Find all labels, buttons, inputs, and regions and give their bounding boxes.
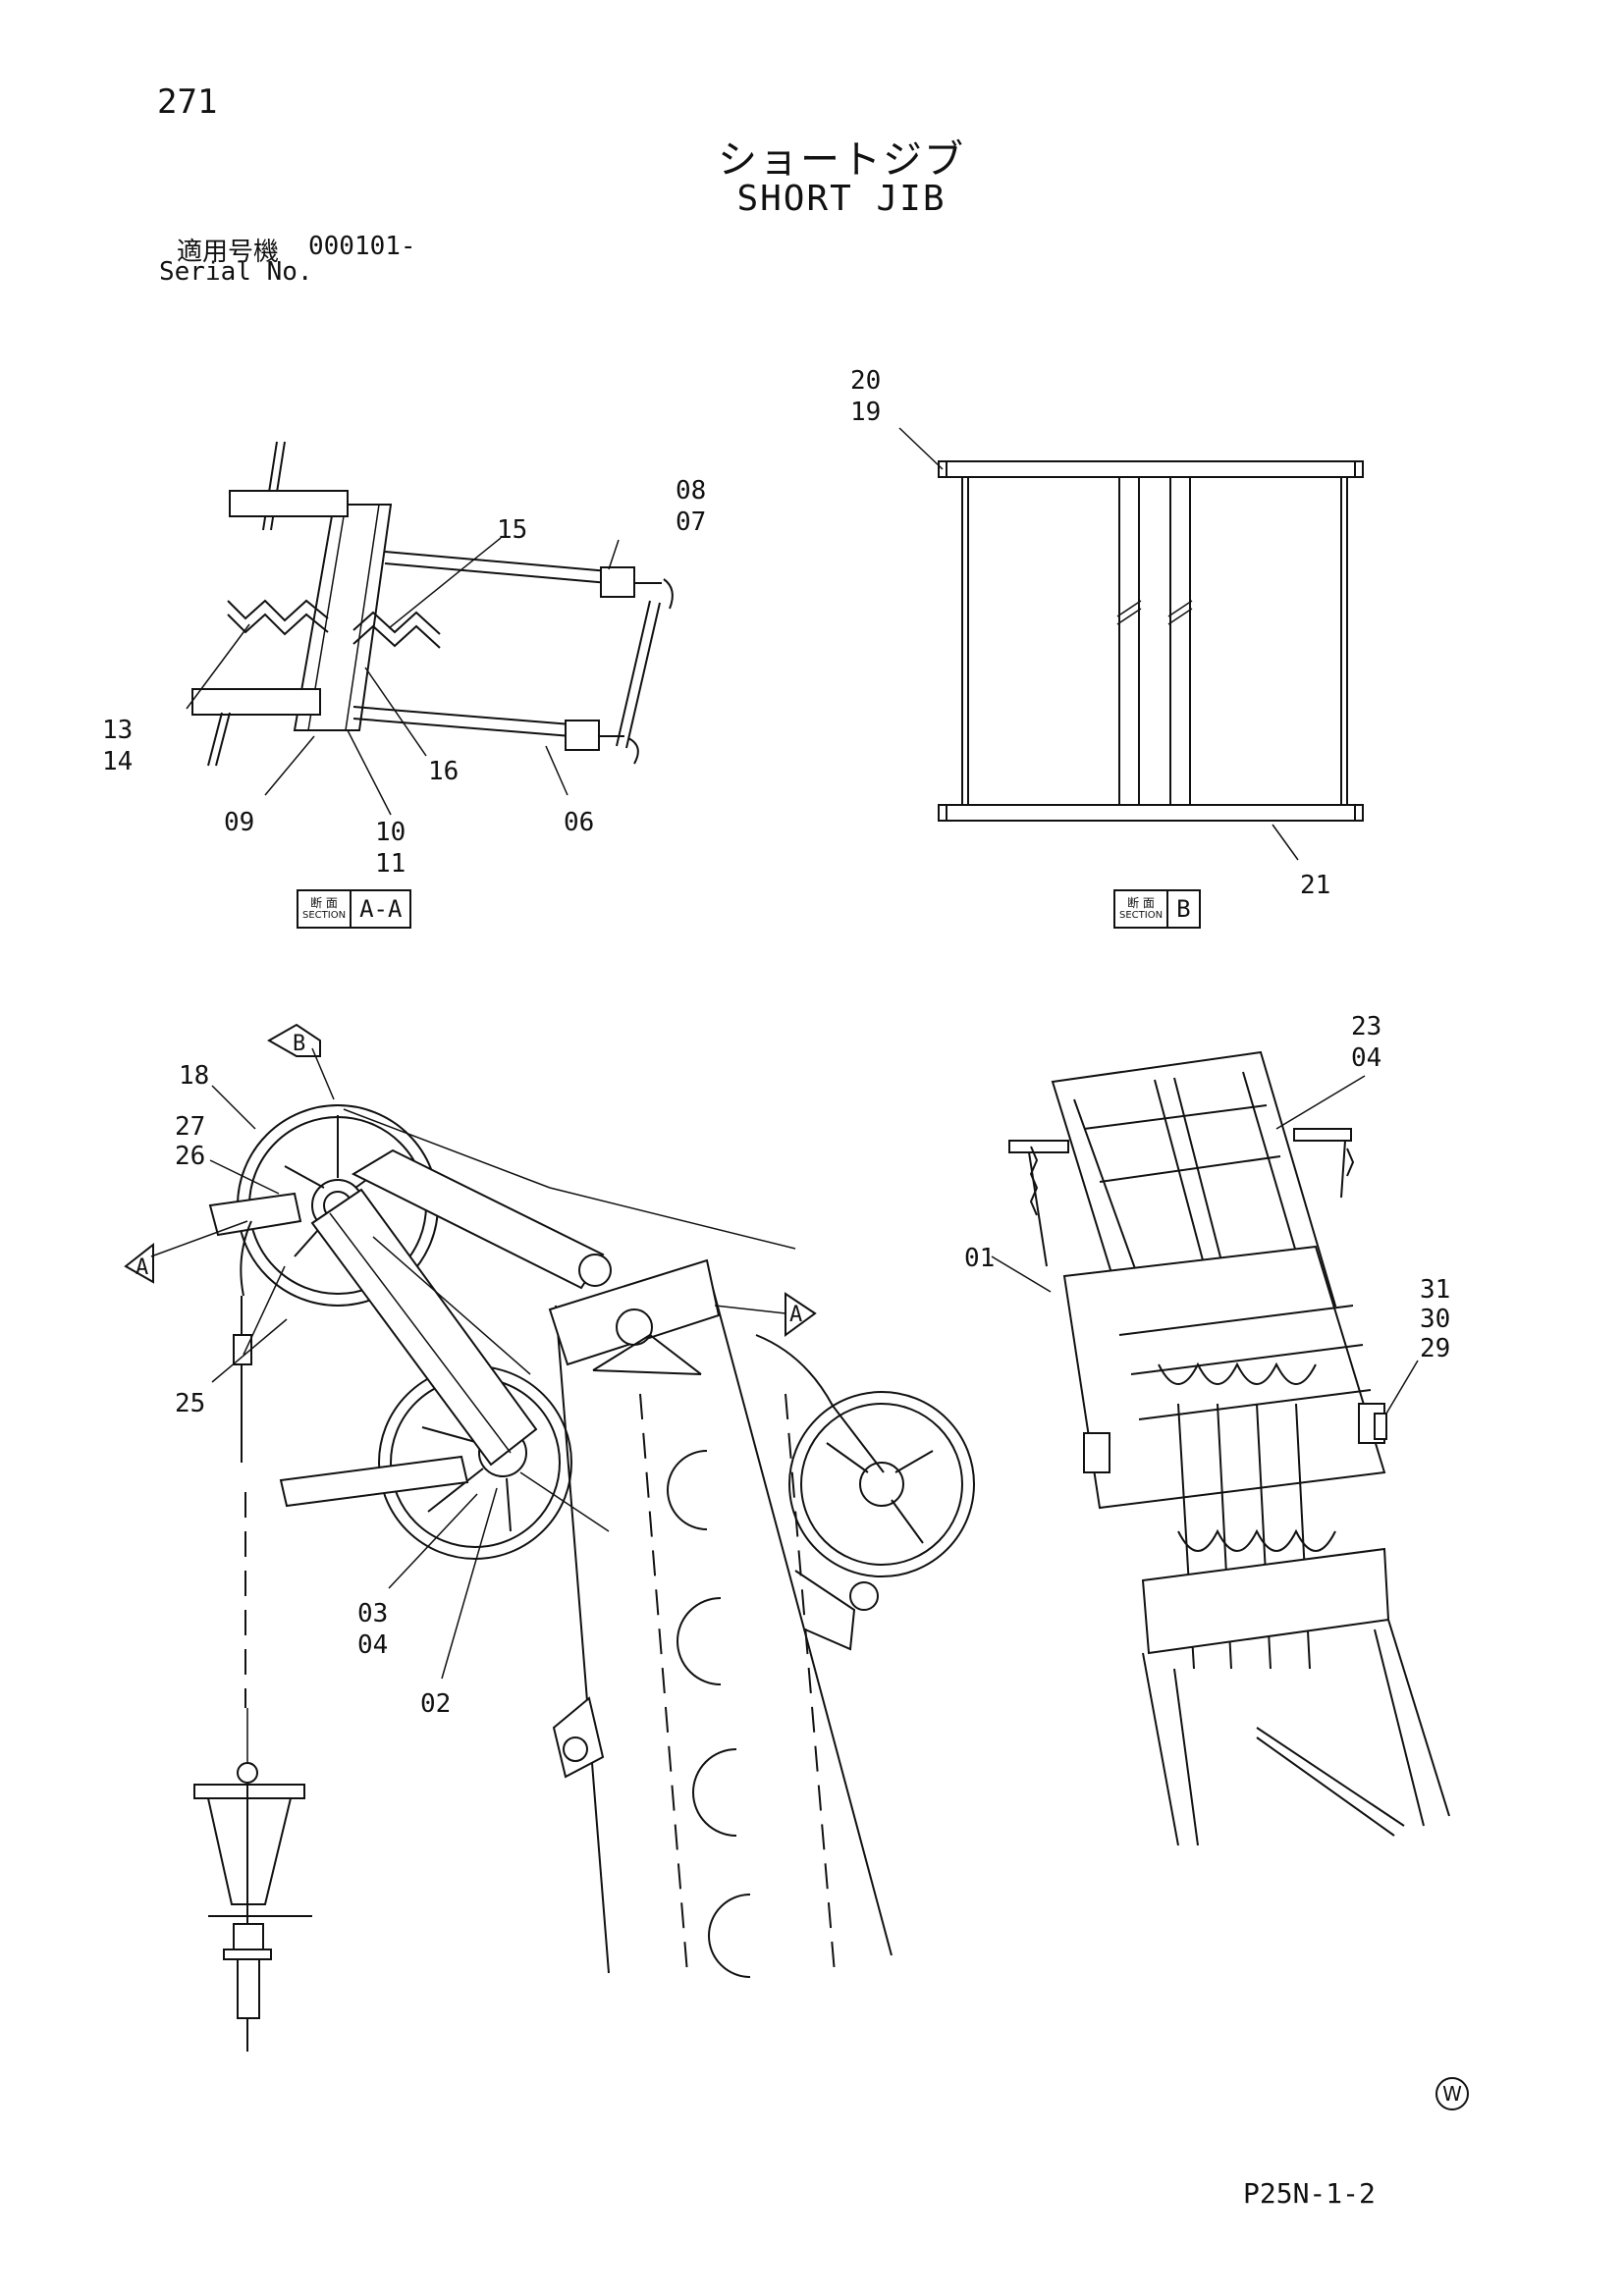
callout-04a: 04 <box>357 1630 388 1660</box>
callout-26: 26 <box>175 1142 205 1171</box>
callout-20: 20 <box>850 366 881 396</box>
section-tag-en: SECTION <box>302 910 347 921</box>
callout-18: 18 <box>179 1061 209 1091</box>
callout-14: 14 <box>102 747 133 776</box>
callout-08: 08 <box>676 476 706 506</box>
callout-25: 25 <box>175 1389 205 1418</box>
callout-23: 23 <box>1351 1012 1381 1041</box>
main-view-drawing <box>124 1023 975 2052</box>
w-mark: W <box>1435 2077 1469 2110</box>
callout-31: 31 <box>1420 1275 1450 1305</box>
callout-15: 15 <box>497 515 527 545</box>
callout-11: 11 <box>375 849 406 879</box>
callout-13: 13 <box>102 716 133 745</box>
view-marker-a-right: A <box>789 1303 802 1327</box>
callout-09: 09 <box>224 808 254 837</box>
callout-01: 01 <box>964 1244 995 1273</box>
perspective-view-drawing <box>991 1050 1450 1846</box>
callout-21: 21 <box>1300 871 1330 900</box>
callout-29: 29 <box>1420 1334 1450 1363</box>
view-marker-b: B <box>293 1032 305 1056</box>
serial-label-english: Serial No. <box>159 257 313 287</box>
section-aa-drawing <box>186 441 674 816</box>
serial-value: 000101- <box>308 232 416 261</box>
view-marker-a-left: A <box>135 1255 148 1280</box>
callout-07: 07 <box>676 507 706 537</box>
title-english: SHORT JIB <box>736 179 947 219</box>
callout-27: 27 <box>175 1112 205 1142</box>
title-japanese: ショートジブ <box>718 137 965 183</box>
section-tag-jp: 断 面 <box>1127 896 1155 910</box>
serial-label-japanese: 適用号機 <box>177 238 280 267</box>
callout-03: 03 <box>357 1599 388 1629</box>
callout-02: 02 <box>420 1689 451 1719</box>
document-code: P25N-1-2 <box>1243 2177 1376 2210</box>
section-tag-name: B <box>1176 895 1191 923</box>
section-b-drawing <box>898 427 1364 861</box>
section-tag-en: SECTION <box>1119 910 1164 921</box>
callout-30: 30 <box>1420 1305 1450 1334</box>
section-tag-name: A-A <box>359 895 403 923</box>
callout-04b: 04 <box>1351 1043 1381 1073</box>
section-tag-jp: 断 面 <box>310 896 338 910</box>
callout-16: 16 <box>428 757 459 786</box>
page-number: 271 <box>157 82 218 122</box>
callout-06: 06 <box>564 808 594 837</box>
callout-10: 10 <box>375 818 406 847</box>
callout-19: 19 <box>850 398 881 427</box>
callout-labels: 15 08 07 13 14 16 09 06 10 11 20 19 21 1… <box>102 366 1450 1719</box>
